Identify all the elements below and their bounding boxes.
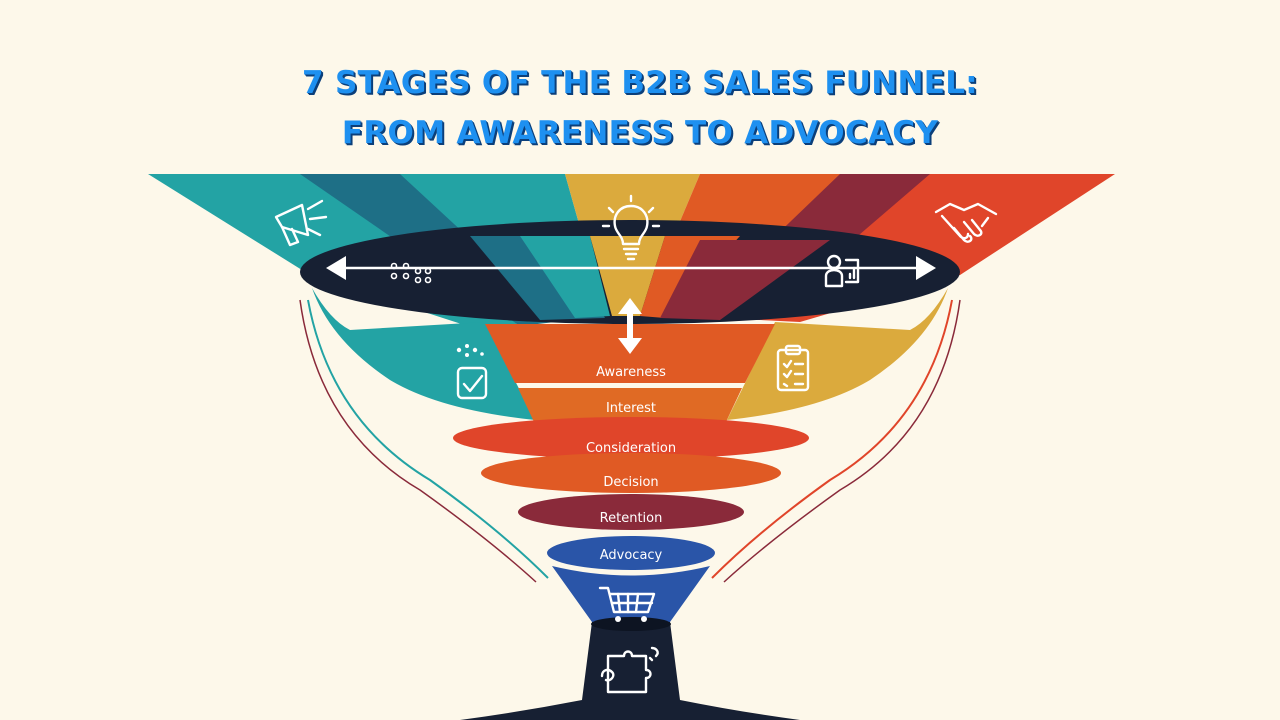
- inner-ray-maroon: [660, 240, 830, 320]
- lightbulb-icon: [601, 194, 661, 261]
- funnel-base: [460, 622, 800, 720]
- inner-ray-teal-2: [520, 236, 610, 318]
- title-block: 7 STAGES OF THE B2B SALES FUNNEL: FROM A…: [0, 58, 1280, 158]
- stage-label-interest: Interest: [606, 401, 656, 416]
- stage-label-decision: Decision: [603, 475, 658, 490]
- stage-label-consideration: Consideration: [586, 441, 676, 456]
- funnel-wall-right: [727, 288, 948, 420]
- right-swoosh: [711, 299, 953, 579]
- handshake-icon: [934, 202, 998, 243]
- right-swoosh-2: [723, 299, 961, 583]
- left-swoosh: [307, 299, 549, 579]
- band-consideration: [453, 417, 809, 459]
- band-retention: [518, 494, 744, 530]
- stage-label-advocacy: Advocacy: [600, 548, 663, 563]
- stage-label-retention: Retention: [600, 511, 663, 526]
- checklist-icon: [776, 344, 810, 392]
- sparkle-icon: [456, 344, 484, 357]
- person-chart-icon: [824, 254, 860, 288]
- base-top: [591, 617, 671, 631]
- left-arrow-icon: [326, 256, 346, 280]
- right-arrow-icon: [916, 256, 936, 280]
- checkbox-icon: [456, 366, 488, 400]
- stage-label-awareness: Awareness: [596, 365, 666, 380]
- dots-grid-icon: [390, 262, 432, 284]
- title-line-2: FROM AWARENESS TO ADVOCACY: [341, 115, 939, 151]
- band-interest: [518, 388, 742, 424]
- puzzle-chat-icon: [600, 646, 659, 694]
- band-advocacy: [547, 536, 715, 570]
- funnel-wall-left: [312, 288, 535, 420]
- left-swoosh-2: [299, 299, 537, 583]
- shopping-cart-icon: [598, 586, 656, 622]
- title-line-1: 7 STAGES OF THE B2B SALES FUNNEL:: [302, 65, 978, 101]
- band-decision: [481, 453, 781, 493]
- megaphone-icon: [274, 199, 328, 247]
- up-down-arrow-icon: [618, 298, 642, 354]
